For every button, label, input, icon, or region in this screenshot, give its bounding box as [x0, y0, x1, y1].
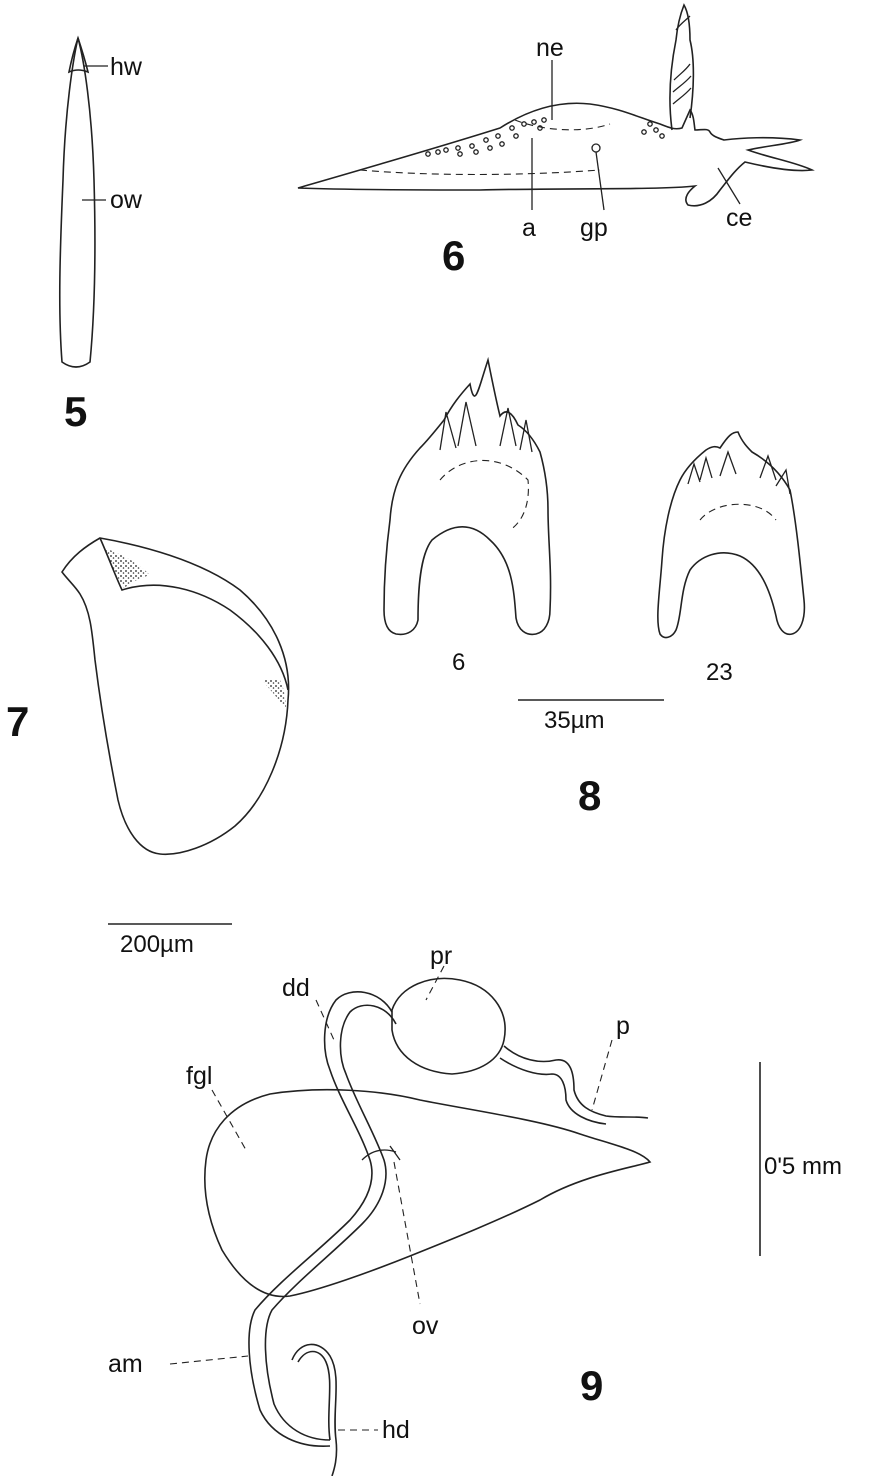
- tooth-label-23: 23: [706, 659, 733, 686]
- leader-fgl: [212, 1090, 246, 1150]
- leader-am: [170, 1356, 248, 1364]
- figure-8-number: 8: [578, 772, 601, 819]
- scale-label-0-5mm: 0'5 mm: [764, 1153, 842, 1180]
- figure-9-number: 9: [580, 1362, 603, 1409]
- tooth-left-base-arc: [440, 460, 528, 530]
- figure-9-drawing: [170, 966, 760, 1476]
- figure-5-number: 5: [64, 388, 87, 435]
- figure-8-drawing: [384, 360, 804, 700]
- leader-ov: [394, 1162, 420, 1304]
- hermaphrodite-duct-inner: [298, 1352, 330, 1441]
- leader-pr: [426, 966, 444, 1000]
- tooth-left-cusps: [440, 402, 532, 452]
- figure-7-number: 7: [6, 698, 29, 745]
- prostate: [392, 978, 505, 1074]
- label-dd: dd: [282, 974, 310, 1002]
- spicule-outline: [60, 38, 95, 367]
- label-pr: pr: [430, 942, 452, 970]
- label-a: a: [522, 214, 536, 242]
- label-ce: ce: [726, 204, 752, 232]
- scale-label-35um: 35µm: [544, 707, 605, 734]
- penis-duct-inner: [500, 1058, 606, 1124]
- figure-7-drawing: [62, 538, 289, 924]
- female-gland-mass: [205, 1090, 650, 1297]
- label-fgl: fgl: [186, 1062, 212, 1090]
- figure-6-number: 6: [442, 232, 465, 279]
- tooth-right-cusps: [688, 452, 790, 494]
- label-ne: ne: [536, 34, 564, 62]
- body-outline: [298, 103, 812, 206]
- label-am: am: [108, 1350, 143, 1378]
- cerata-dots: [426, 118, 664, 156]
- tooth-label-6: 6: [452, 649, 465, 676]
- tooth-right-base-arc: [700, 504, 776, 520]
- shell-aperture-shade: [104, 548, 150, 588]
- leader-ce: [718, 168, 740, 204]
- body-inner-line: [360, 170, 600, 175]
- shell-outline: [62, 538, 289, 854]
- label-ow: ow: [110, 186, 143, 214]
- tooth-right-outline: [658, 432, 805, 637]
- leader-gp: [596, 152, 604, 210]
- label-hd: hd: [382, 1416, 410, 1444]
- label-p: p: [616, 1012, 630, 1040]
- duct-outer: [249, 992, 392, 1446]
- figure-5-drawing: [60, 38, 108, 367]
- genital-pore: [592, 144, 600, 152]
- rhinophore-lamella-1: [674, 64, 690, 80]
- label-ov: ov: [412, 1312, 439, 1340]
- label-gp: gp: [580, 214, 608, 242]
- head-dome: [515, 120, 610, 130]
- leader-p: [592, 1040, 612, 1110]
- label-hw: hw: [110, 53, 143, 81]
- hermaphrodite-duct: [292, 1344, 337, 1476]
- penis-duct: [504, 1046, 648, 1118]
- shell-suture-shade: [262, 680, 286, 710]
- scale-label-200um: 200µm: [120, 931, 194, 958]
- tooth-left-outline: [384, 360, 551, 634]
